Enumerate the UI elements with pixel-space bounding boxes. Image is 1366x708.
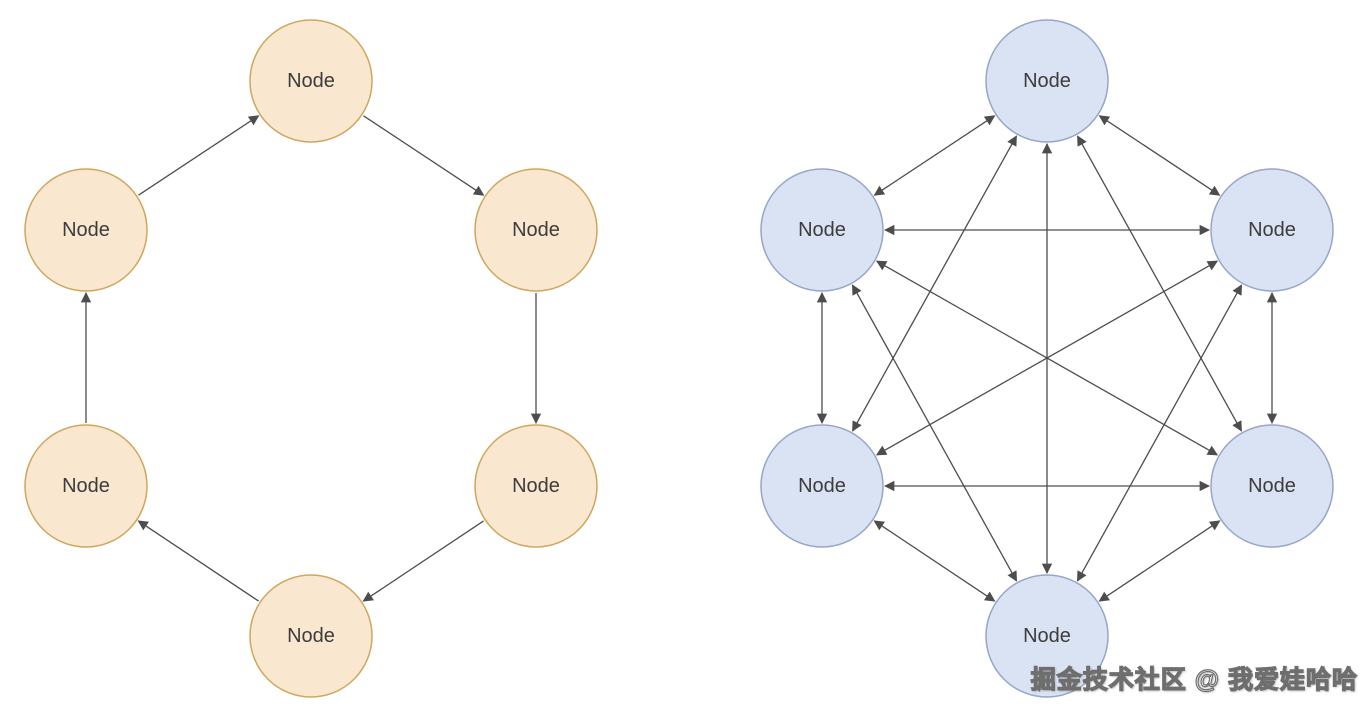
topology-node [24, 424, 148, 548]
node-label: Node [1023, 625, 1071, 647]
edge-arrow [363, 115, 485, 196]
node-label: Node [798, 219, 846, 241]
node-label: Node [62, 219, 110, 241]
topology-node [474, 424, 598, 548]
topology-node [1210, 424, 1334, 548]
edge-arrow [873, 115, 996, 196]
node-label: Node [798, 475, 846, 497]
node-label: Node [287, 70, 335, 92]
node-label: Node [1248, 475, 1296, 497]
topology-node [474, 168, 598, 292]
topology-node [24, 168, 148, 292]
node-label: Node [1023, 70, 1071, 92]
node-label: Node [62, 475, 110, 497]
node-label: Node [1248, 219, 1296, 241]
edge-arrow [1076, 284, 1243, 582]
node-label: Node [512, 475, 560, 497]
edge-arrow [851, 284, 1018, 582]
edge-arrow [873, 520, 996, 602]
topology-node [1210, 168, 1334, 292]
edge-arrow [138, 115, 260, 196]
topology-node [985, 574, 1109, 698]
node-label: Node [287, 625, 335, 647]
edge-arrow [1077, 135, 1242, 432]
topology-node [985, 19, 1109, 143]
topology-node [249, 574, 373, 698]
edge-arrow [1098, 520, 1221, 602]
edge-arrow [137, 520, 259, 602]
topology-node [760, 424, 884, 548]
topology-node [249, 19, 373, 143]
topology-node [760, 168, 884, 292]
edge-arrow [362, 520, 484, 602]
edge-arrow [1098, 115, 1221, 196]
edge-arrow [852, 135, 1017, 432]
edge-arrow [875, 260, 1219, 456]
node-label: Node [512, 219, 560, 241]
